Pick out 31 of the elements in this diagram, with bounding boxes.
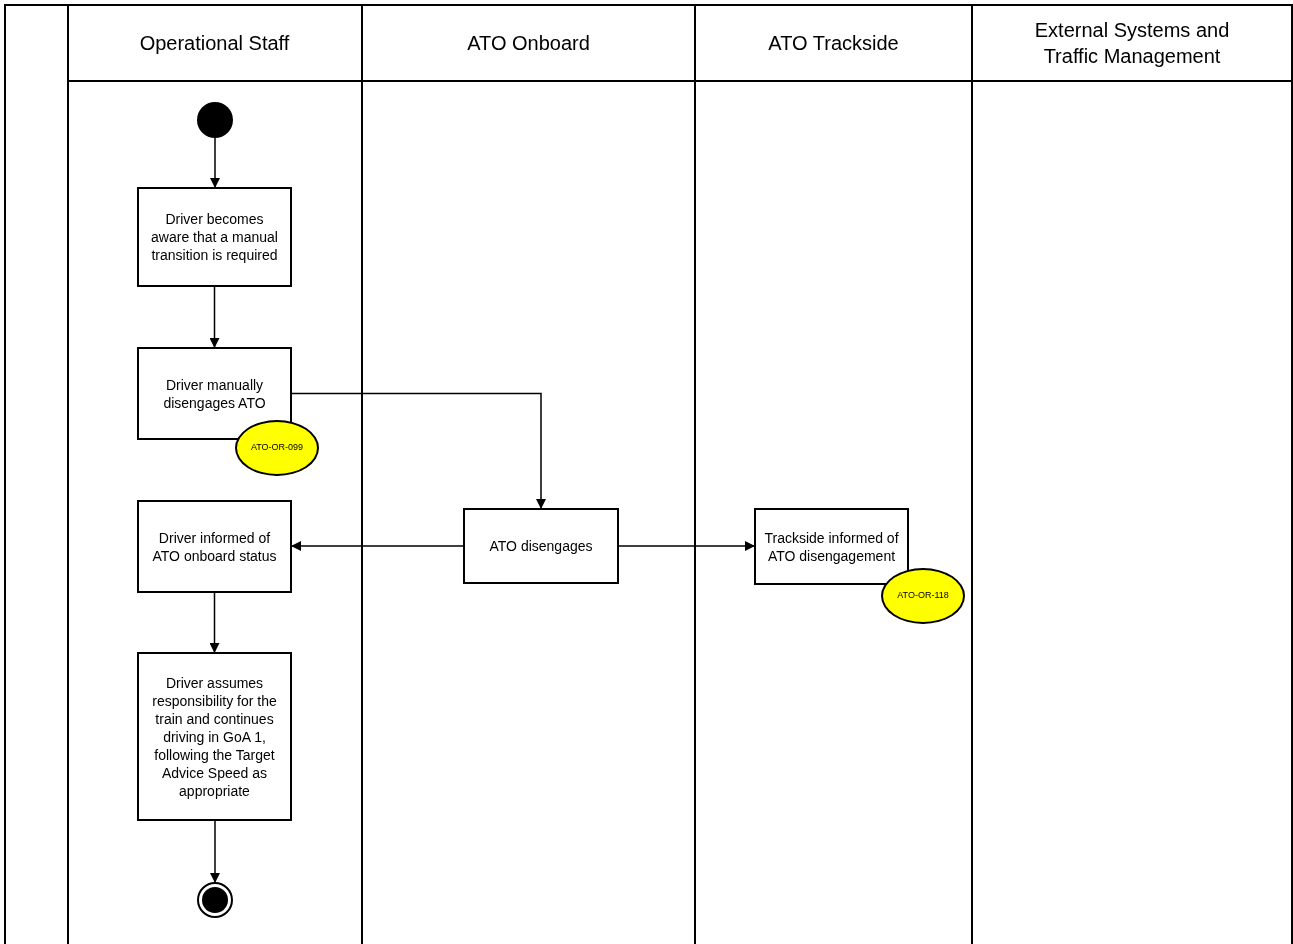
process-box (463, 508, 619, 584)
swimlane (973, 5, 1293, 944)
process-text: Driver informed of ATO onboard status (151, 528, 278, 565)
start-node (197, 102, 233, 138)
arrow (210, 137, 220, 188)
arrow (209, 592, 220, 653)
process-box (137, 652, 292, 821)
process-text: Driver assumes responsibility for the train and continues driving in GoA 1, following the Target Advice Speed as appropriate (151, 673, 278, 800)
arrow (209, 286, 220, 348)
process-text: Driver becomes aware that a manual transition is required (150, 210, 279, 264)
process-box (754, 508, 909, 585)
arrow (210, 820, 220, 883)
arrow (291, 541, 464, 551)
lane-header: ATO Trackside (768, 30, 899, 56)
process-text: Driver manually disengages ATO (162, 375, 267, 412)
arrow (291, 392, 546, 509)
lane-header: ATO Onboard (467, 30, 590, 56)
process-box (137, 187, 292, 287)
requirement-id: ATO-OR-099 (250, 441, 304, 455)
process-box (137, 347, 292, 440)
process-text: Trackside informed of ATO disengagement (764, 528, 899, 565)
arrow (618, 541, 755, 551)
requirement-id: ATO-OR-118 (897, 589, 949, 603)
end-node (197, 882, 233, 918)
process-box (137, 500, 292, 593)
swimlane (363, 5, 696, 944)
lane-header: External Systems and Traffic Management (1033, 17, 1231, 69)
process-text: ATO disengages (489, 537, 593, 555)
swimlane (68, 5, 363, 944)
swimlane (696, 5, 973, 944)
lane-header: Operational Staff (139, 30, 290, 56)
